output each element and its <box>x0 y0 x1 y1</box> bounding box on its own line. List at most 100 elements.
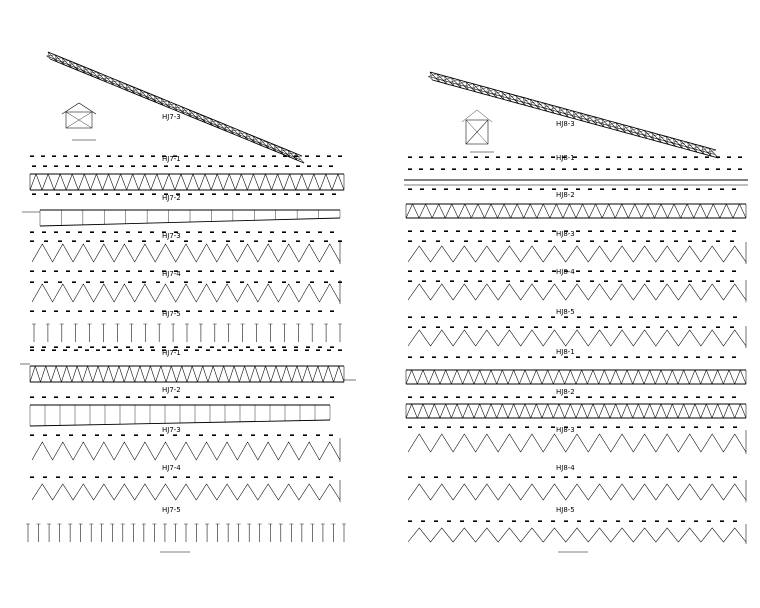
dimension-text <box>52 155 56 157</box>
dimension-text <box>66 310 70 312</box>
dimension-text <box>305 349 309 351</box>
truss-member <box>134 365 141 383</box>
dimension-text <box>694 168 698 170</box>
truss-member <box>515 95 519 104</box>
dimension-text <box>681 316 685 318</box>
truss-member <box>138 93 142 97</box>
truss-member <box>522 97 526 106</box>
truss-member <box>449 82 454 86</box>
truss-member <box>422 403 429 419</box>
dimension-text <box>147 434 151 436</box>
truss-member <box>81 70 86 74</box>
dimension-text <box>606 156 610 158</box>
truss-member <box>514 97 524 100</box>
dimension-text <box>540 396 544 398</box>
dimension-text <box>241 165 245 167</box>
truss-member <box>132 86 143 97</box>
dimension-text <box>616 316 620 318</box>
truss-member <box>215 125 220 129</box>
dimension-text <box>338 155 342 157</box>
dimension-text <box>642 316 646 318</box>
truss-member <box>129 365 135 383</box>
truss-member <box>273 144 284 155</box>
dimension-text <box>473 520 477 522</box>
truss-member <box>258 142 262 146</box>
truss-member <box>635 130 645 134</box>
truss-member <box>201 118 211 120</box>
truss-member <box>694 369 701 385</box>
dimension-text <box>540 356 544 358</box>
dimension-text <box>516 188 520 190</box>
truss-member <box>74 67 79 71</box>
truss-member <box>76 365 83 383</box>
dimension-text <box>294 346 298 348</box>
truss-member <box>251 138 260 140</box>
dimension-text <box>683 156 687 158</box>
truss-member <box>630 126 633 135</box>
truss-member <box>557 108 566 112</box>
dimension-text <box>525 426 529 428</box>
dimension-text <box>668 316 672 318</box>
dimension-text <box>30 240 34 242</box>
dimension-text <box>460 476 464 478</box>
dimension-text <box>636 188 640 190</box>
dimension-text <box>296 193 300 195</box>
dimension-text <box>584 168 588 170</box>
dimension-text <box>318 346 322 348</box>
dimension-text <box>499 520 503 522</box>
truss-member <box>541 403 548 419</box>
truss-member <box>76 63 86 74</box>
truss-member <box>155 365 162 383</box>
dimension-text <box>320 193 324 195</box>
row-label: HJ8-5 <box>556 308 575 316</box>
dimension-text <box>258 270 262 272</box>
truss-member <box>29 173 37 191</box>
truss-member <box>139 89 143 97</box>
truss-member <box>417 403 424 419</box>
dimension-text <box>600 396 604 398</box>
truss-member <box>472 83 476 92</box>
dimension-text <box>151 349 155 351</box>
dimension-text <box>246 310 250 312</box>
truss-member <box>40 365 46 383</box>
dimension-text <box>296 281 300 283</box>
truss-member <box>411 369 418 385</box>
dimension-text <box>294 396 298 398</box>
dimension-text <box>720 476 724 478</box>
dimension-text <box>468 230 472 232</box>
dimension-text <box>730 240 734 242</box>
dimension-text <box>473 316 477 318</box>
dimension-text <box>308 193 312 195</box>
dimension-text <box>198 270 202 272</box>
dimension-text <box>452 168 456 170</box>
dimension-text <box>684 230 688 232</box>
dimension-text <box>655 426 659 428</box>
truss-member <box>692 145 702 149</box>
dimension-text <box>82 434 86 436</box>
truss-member <box>60 61 65 65</box>
dimension-text <box>548 240 552 242</box>
truss-member <box>570 403 577 419</box>
dimension-text <box>672 156 676 158</box>
dimension-text <box>492 188 496 190</box>
truss-member <box>462 403 469 419</box>
truss-member <box>223 365 230 383</box>
dimension-text <box>294 349 298 351</box>
truss-member <box>113 365 120 383</box>
truss-member <box>706 203 714 219</box>
truss-member <box>523 203 531 219</box>
dimension-text <box>632 280 636 282</box>
dimension-text <box>316 155 320 157</box>
truss-member <box>47 173 55 191</box>
truss-member <box>578 117 583 122</box>
truss-member <box>251 139 255 143</box>
dimension-text <box>720 230 724 232</box>
dimension-text <box>576 280 580 282</box>
truss-member <box>287 150 291 158</box>
truss-member <box>740 369 747 385</box>
dimension-text <box>696 188 700 190</box>
dimension-text <box>162 270 166 272</box>
truss-member <box>465 81 469 90</box>
truss-member <box>174 103 178 112</box>
dimension-text <box>114 281 118 283</box>
